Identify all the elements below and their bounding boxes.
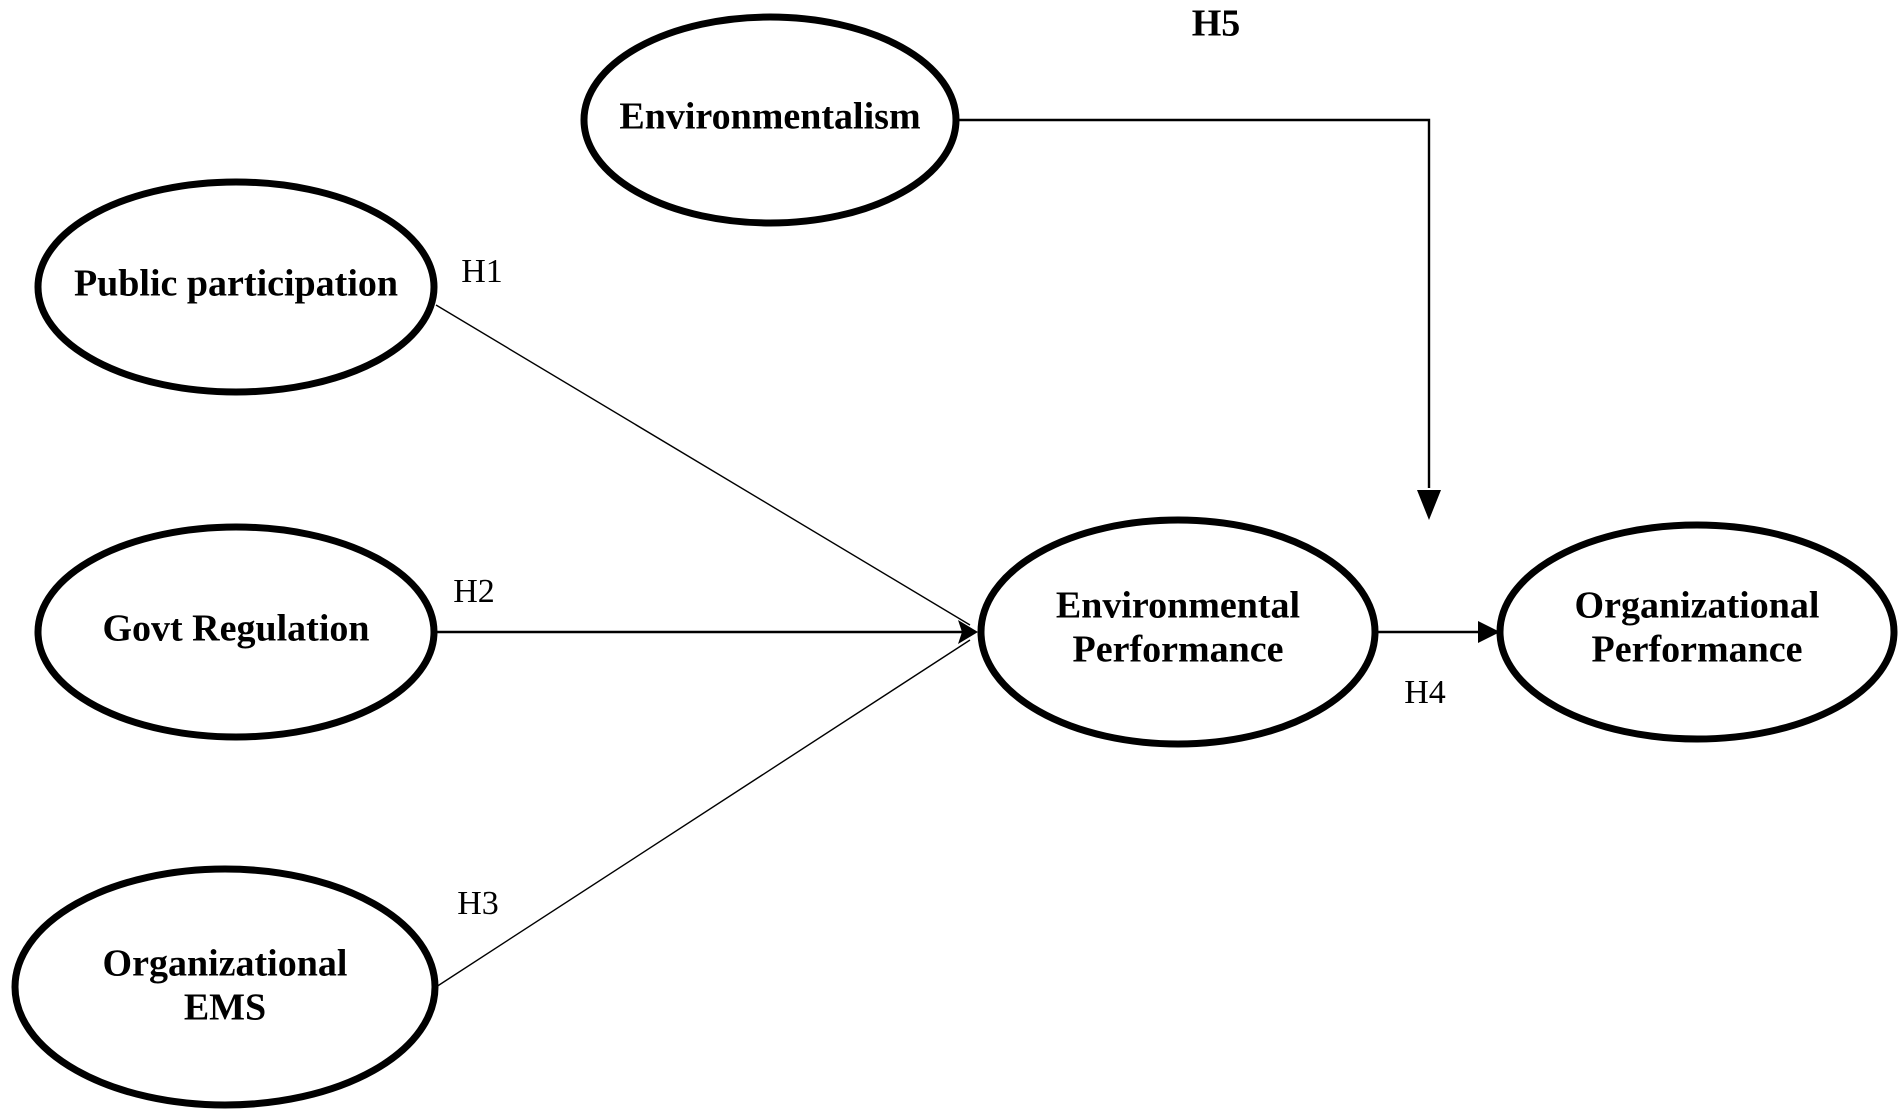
hypothesis-h1-label: H1 <box>461 253 503 290</box>
hypothesis-labels: H1 H2 H3 H4 H5 <box>453 3 1446 922</box>
organizational-ems-label-line2: EMS <box>184 987 266 1029</box>
govt-regulation-label: Govt Regulation <box>102 608 369 650</box>
public-participation-ellipse <box>34 178 438 396</box>
edge-h4-arrowhead <box>1478 621 1500 643</box>
edge-h5-arrowhead <box>1417 490 1441 520</box>
edges <box>435 118 1500 988</box>
hypothesis-h3-label: H3 <box>457 885 499 922</box>
hypothesis-h2-label: H2 <box>453 573 495 610</box>
hypothesis-h4-label: H4 <box>1404 674 1446 711</box>
organizational-performance-label-line1: Organizational <box>1575 585 1820 627</box>
organizational-performance-ellipse <box>1496 521 1898 743</box>
govt-regulation-ellipse <box>34 523 438 741</box>
edge-h5 <box>958 118 1431 488</box>
edge-h1-h2-h3-arrowhead <box>958 620 978 644</box>
node-govt-regulation: Govt Regulation <box>34 523 438 741</box>
hypothesis-h5-label: H5 <box>1192 3 1241 45</box>
edge-h1 <box>435 304 971 626</box>
node-organizational-ems: Organizational EMS <box>11 865 439 1109</box>
node-public-participation: Public participation <box>34 178 438 396</box>
edge-h3 <box>435 639 971 988</box>
environmental-performance-ellipse <box>977 516 1379 748</box>
node-environmental-performance: Environmental Performance <box>977 516 1379 748</box>
organizational-ems-ellipse <box>11 865 439 1109</box>
environmentalism-ellipse <box>580 13 960 227</box>
public-participation-label: Public participation <box>74 263 398 305</box>
environmental-performance-label-line1: Environmental <box>1056 585 1300 627</box>
organizational-ems-label-line1: Organizational <box>103 943 348 985</box>
organizational-performance-label-line2: Performance <box>1592 629 1803 671</box>
environmentalism-label: Environmentalism <box>619 96 920 138</box>
node-organizational-performance: Organizational Performance <box>1496 521 1898 743</box>
node-environmentalism: Environmentalism <box>580 13 960 227</box>
environmental-performance-label-line2: Performance <box>1073 629 1284 671</box>
